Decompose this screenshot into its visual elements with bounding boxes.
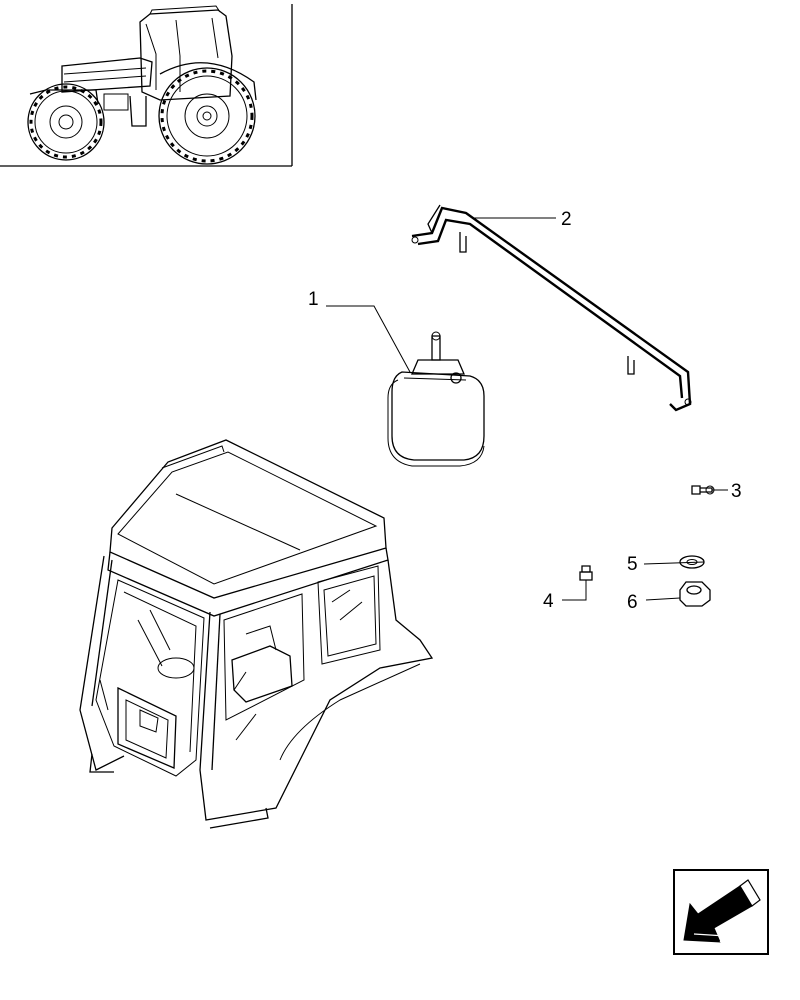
nav-arrow-box[interactable]	[673, 869, 769, 955]
callout-2: 2	[561, 209, 572, 230]
nut	[679, 581, 711, 607]
thumbnail-frame	[0, 4, 293, 167]
callout-6: 6	[627, 592, 638, 613]
bolt	[691, 485, 715, 495]
tractor-thumbnail	[27, 5, 257, 165]
callout-3: 3	[731, 481, 742, 502]
callout-4: 4	[543, 591, 554, 612]
callout-5: 5	[627, 554, 638, 575]
screw	[579, 565, 593, 581]
cab	[79, 439, 434, 829]
callout-1: 1	[308, 289, 319, 310]
work-lamp	[387, 331, 485, 467]
lamp-bracket	[411, 204, 692, 412]
leader-lines	[326, 217, 728, 601]
arrow-down-left-icon	[683, 879, 761, 943]
